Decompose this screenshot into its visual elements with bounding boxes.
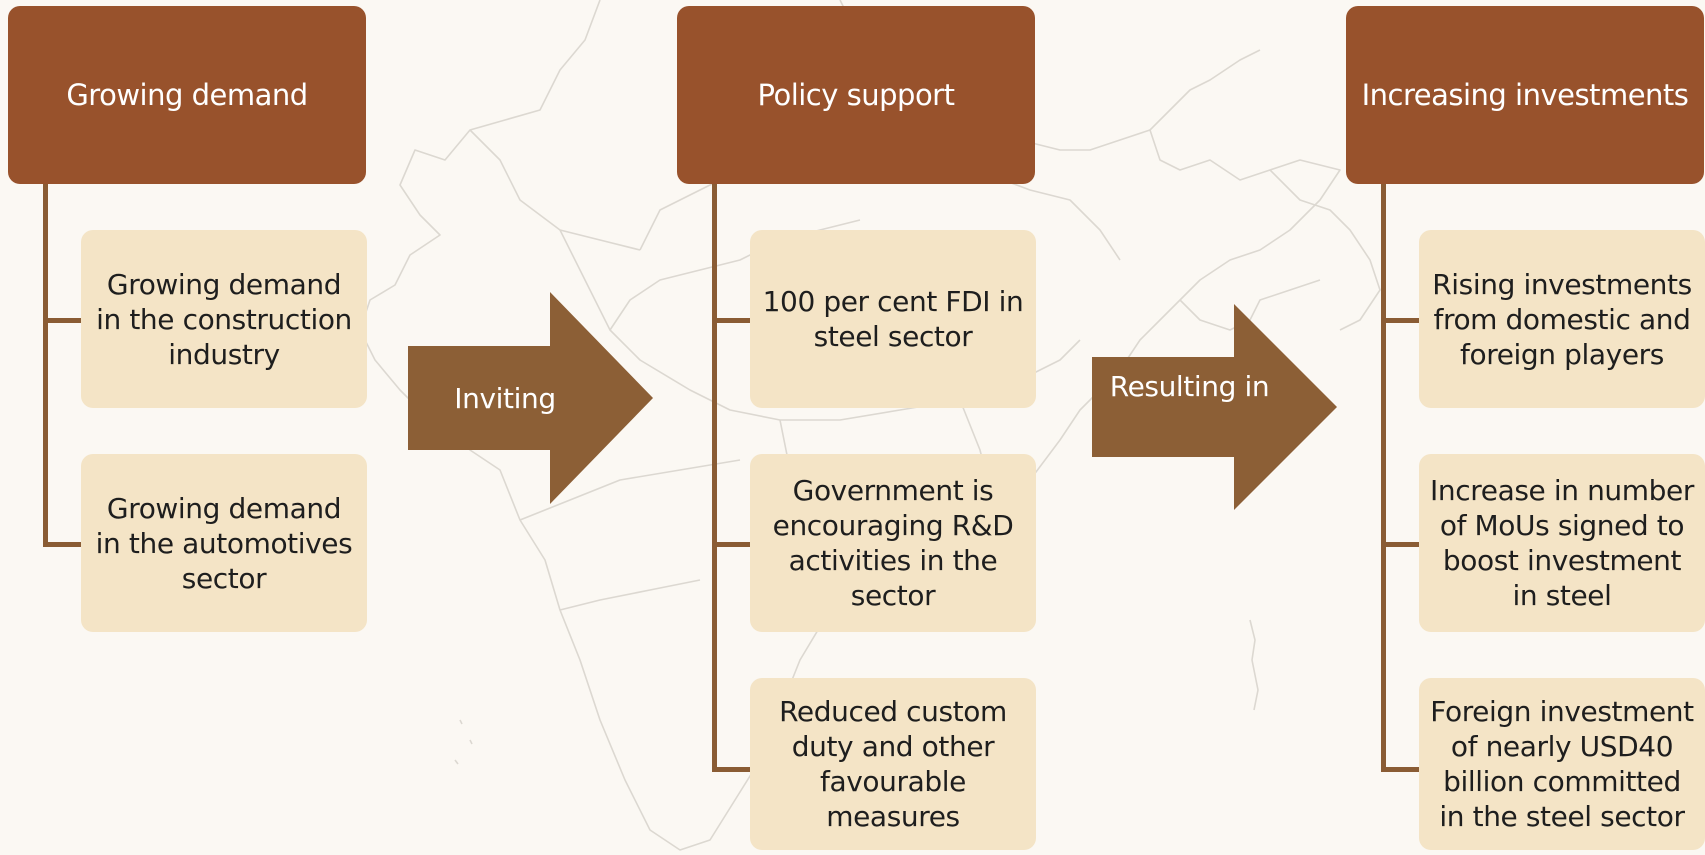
connector-trunk: [1381, 184, 1386, 770]
column-header-policy-support: Policy support: [677, 6, 1035, 184]
connector-branch: [1381, 767, 1419, 772]
connector-branch: [43, 318, 81, 323]
policy-card: 100 per cent FDI in steel sector: [750, 230, 1036, 408]
investment-card: Rising investments from domestic and for…: [1419, 230, 1705, 408]
investment-card: Foreign investment of nearly USD40 billi…: [1419, 678, 1705, 850]
policy-card: Reduced custom duty and other favourable…: [750, 678, 1036, 850]
connector-branch: [712, 318, 750, 323]
right-arrow-icon: [408, 292, 653, 504]
connector-branch: [712, 542, 750, 547]
policy-card: Government is encouraging R&D activities…: [750, 454, 1036, 632]
connector-branch: [1381, 542, 1419, 547]
driver-card: Growing demand in the construction indus…: [81, 230, 367, 408]
arrow-label-inviting: Inviting: [454, 382, 556, 415]
column-header-growing-demand: Growing demand: [8, 6, 366, 184]
column-header-increasing-investments: Increasing investments: [1346, 6, 1704, 184]
connector-branch: [1381, 318, 1419, 323]
connector-trunk: [712, 184, 717, 770]
investment-card: Increase in number of MoUs signed to boo…: [1419, 454, 1705, 632]
connector-branch: [712, 767, 750, 772]
arrow-label-resulting-in: Resulting in: [1109, 370, 1270, 403]
connector-branch: [43, 542, 81, 547]
driver-card: Growing demand in the automotives sector: [81, 454, 367, 632]
connector-trunk: [43, 184, 48, 545]
right-arrow-icon: [1092, 304, 1337, 510]
